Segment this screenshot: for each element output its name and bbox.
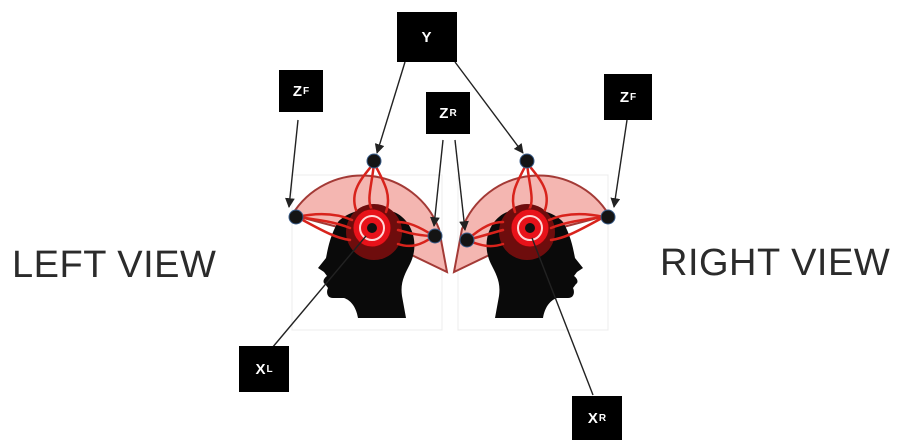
arrow-zf-left	[289, 120, 298, 207]
left-electrode-zf	[289, 210, 303, 224]
right-electrode-zf	[601, 210, 615, 224]
right-electrode-y	[520, 154, 534, 168]
right-electrode-zr	[460, 233, 474, 247]
label-y: Y	[397, 12, 457, 62]
left-electrode-y	[367, 154, 381, 168]
arrow-zr-right	[455, 140, 465, 230]
right-target-center	[525, 223, 535, 233]
left-target-center	[367, 223, 377, 233]
left-view-caption: LEFT VIEW	[12, 244, 216, 287]
arrow-y-left	[377, 62, 405, 153]
right-view-caption: RIGHT VIEW	[660, 242, 890, 285]
left-electrode-zr	[428, 229, 442, 243]
right-head-figure	[454, 154, 615, 330]
arrow-zf-right	[614, 120, 627, 207]
left-head-figure	[289, 154, 447, 330]
